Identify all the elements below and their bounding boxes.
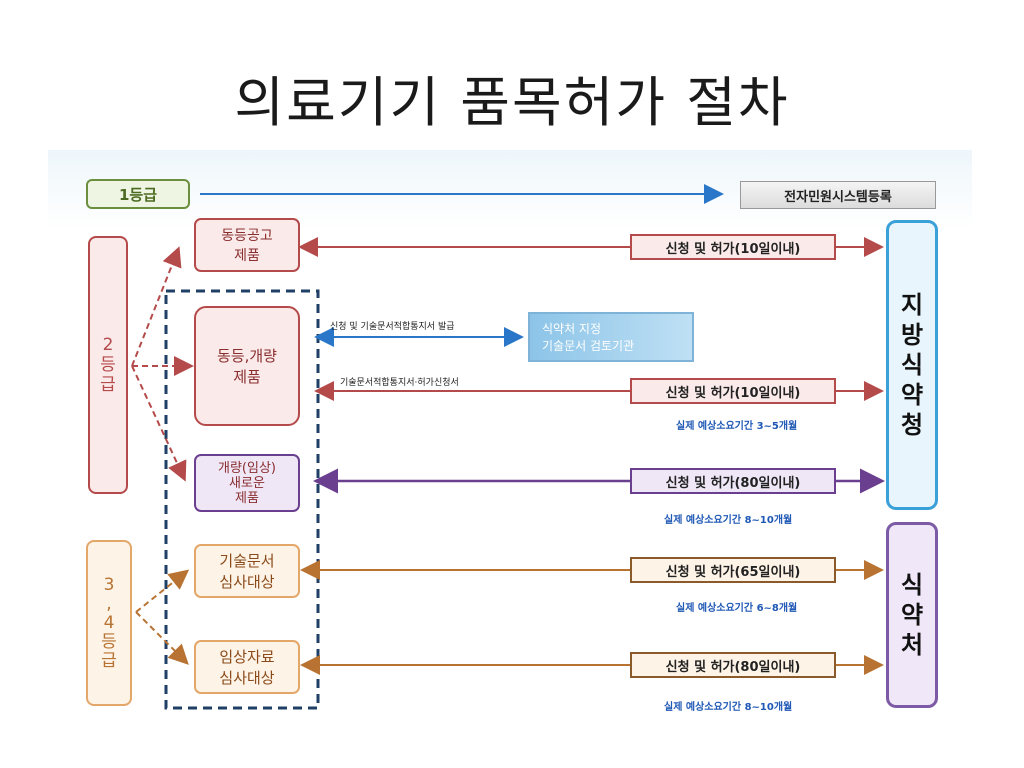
grade34-box: 3 , 4 등 급 [86, 540, 132, 706]
application-box-2: 신청 및 허가(10일이내) [630, 378, 836, 404]
mfds-box: 식 약 처 [886, 522, 938, 708]
e-petition-box: 전자민원시스템등록 [740, 181, 936, 209]
clinical-review-box: 임상자료 심사대상 [194, 640, 300, 694]
application-box-3: 신청 및 허가(80일이내) [630, 468, 836, 494]
techdoc-review-box: 기술문서 심사대상 [194, 544, 300, 598]
tech-permit-label: 기술문서적합통지서·허가신청서 [340, 378, 459, 388]
equivalent-product-box: 동등공고 제품 [194, 218, 300, 272]
regional-agency-box: 지 방 식 약 청 [886, 220, 938, 510]
application-box-1: 신청 및 허가(10일이내) [630, 234, 836, 260]
mfds-label: 식 약 처 [900, 571, 924, 659]
grade2-arrow-down [131, 365, 187, 482]
application-box-5: 신청 및 허가(80일이내) [630, 652, 836, 678]
grade1-box: 1등급 [86, 179, 190, 209]
duration-note-4: 실제 예상소요기간 6~8개월 [676, 603, 798, 614]
dashed-group [164, 289, 320, 710]
novel-product-box: 개량(임상) 새로운 제품 [194, 454, 300, 512]
application-box-4: 신청 및 허가(65일이내) [630, 557, 836, 583]
improved-product-box: 동등,개량 제품 [194, 306, 300, 426]
duration-note-5: 실제 예상소요기간 8~10개월 [664, 702, 793, 713]
duration-note-2: 실제 예상소요기간 3~5개월 [676, 421, 798, 432]
grade2-label: 2 등 급 [100, 335, 116, 395]
grade34-arrow-down [135, 611, 189, 665]
tech-issue-label: 신청 및 기술문서적합통지서 발급 [330, 322, 455, 332]
page-title: 의료기기 품목허가 절차 [234, 71, 790, 134]
grade2-box: 2 등 급 [88, 236, 128, 494]
review-org-box: 식약처 지정 기술문서 검토기관 [528, 312, 694, 362]
duration-note-3: 실제 예상소요기간 8~10개월 [664, 515, 793, 526]
regional-agency-label: 지 방 식 약 청 [900, 291, 924, 439]
grade2-arrow-up [131, 246, 182, 367]
grade34-label: 3 , 4 등 급 [101, 574, 117, 671]
grade34-arrow-up [135, 569, 190, 613]
